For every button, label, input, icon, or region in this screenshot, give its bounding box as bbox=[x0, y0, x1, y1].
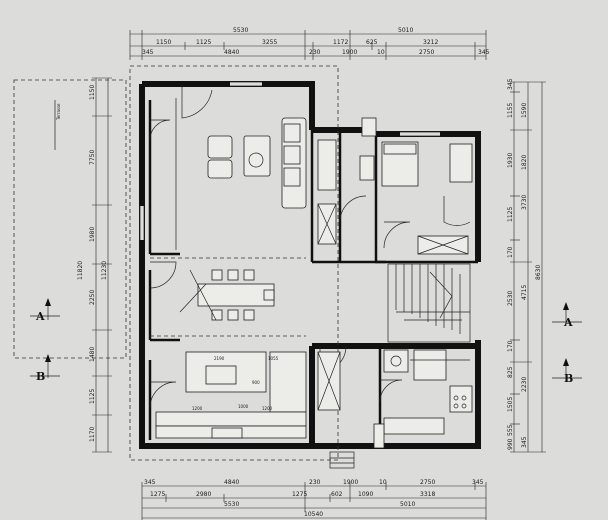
dim-top-row2: 4840 bbox=[224, 49, 239, 56]
dim-left-total: 11820 bbox=[77, 261, 84, 280]
dim-bottom2: 602 bbox=[331, 491, 343, 498]
dim-top-row1: 1125 bbox=[196, 39, 211, 46]
section-markers: A B A B bbox=[30, 298, 582, 385]
dim-top-row1: 1172 bbox=[333, 39, 348, 46]
dim-right: 555 bbox=[507, 424, 514, 436]
dim-bottom-overall: 10540 bbox=[304, 511, 323, 518]
interior-dim: 900 bbox=[252, 380, 260, 385]
interior-dim: 1000 bbox=[238, 404, 249, 409]
dim-right2: 1820 bbox=[521, 155, 528, 170]
dim-top-row1: 1150 bbox=[156, 39, 171, 46]
dim-top-row2: 345 bbox=[478, 49, 490, 56]
dim-top-row2: 230 bbox=[309, 49, 321, 56]
staircase bbox=[387, 263, 471, 343]
dim-bottom: 10 bbox=[379, 479, 387, 486]
right-dimension-chains: 345 1155 1930 1125 170 2530 170 825 1505… bbox=[507, 78, 546, 453]
dim-bottom3: 5530 bbox=[224, 501, 239, 508]
door-swings bbox=[149, 84, 471, 409]
dim-right: 1125 bbox=[507, 207, 514, 222]
section-mark-b-right: B bbox=[564, 372, 573, 385]
dim-right2: 4715 bbox=[521, 285, 528, 300]
interior-dim: 1055 bbox=[268, 356, 279, 361]
dim-right: 345 bbox=[507, 78, 514, 90]
interior-dim: 1200 bbox=[262, 406, 273, 411]
dim-bottom: 230 bbox=[309, 479, 321, 486]
terrace-outline: Terrasse bbox=[13, 79, 127, 359]
dim-bottom: 2750 bbox=[420, 479, 435, 486]
interior-walls bbox=[148, 100, 478, 446]
dim-right2: 1590 bbox=[521, 103, 528, 118]
bottom-dimension-chains: 345 4840 230 1900 10 2750 345 1275 2980 … bbox=[141, 479, 487, 520]
dim-right: 1155 bbox=[507, 103, 514, 118]
dim-top-row2: 10 bbox=[377, 49, 385, 56]
dim-right: 990 bbox=[507, 438, 514, 450]
dim-top-row1: 3255 bbox=[262, 39, 277, 46]
interior-dim: 1200 bbox=[192, 406, 203, 411]
dim-left: 1125 bbox=[89, 389, 96, 404]
dim-right2: 2230 bbox=[521, 377, 528, 392]
dim-right: 2530 bbox=[507, 291, 514, 306]
living-furniture bbox=[150, 98, 307, 259]
dim-bottom2: 3318 bbox=[420, 491, 435, 498]
dim-left: 2250 bbox=[89, 290, 96, 305]
dim-left: 1150 bbox=[89, 85, 96, 100]
hallway-storage bbox=[317, 117, 377, 411]
dim-left: 1480 bbox=[89, 347, 96, 362]
dim-top-row2: 345 bbox=[142, 49, 154, 56]
dim-bottom: 1900 bbox=[343, 479, 358, 486]
dim-right: 170 bbox=[507, 340, 514, 352]
terrace-label: Terrasse bbox=[56, 103, 61, 121]
dim-top-row2: 1900 bbox=[342, 49, 357, 56]
dim-bottom3: 5010 bbox=[400, 501, 415, 508]
section-mark-a-left: A bbox=[35, 310, 45, 323]
entrance-steps bbox=[329, 423, 385, 469]
dim-top-overall: 5530 bbox=[233, 27, 248, 34]
dim-bottom: 4840 bbox=[224, 479, 239, 486]
dim-right: 1505 bbox=[507, 397, 514, 412]
section-mark-b-left: B bbox=[36, 370, 45, 383]
interior-dim: 2190 bbox=[214, 356, 225, 361]
dim-left: 1980 bbox=[89, 227, 96, 242]
dim-right: 1930 bbox=[507, 153, 514, 168]
dim-top-row1: 625 bbox=[366, 39, 378, 46]
dim-right2: 3730 bbox=[521, 195, 528, 210]
dining-furniture bbox=[150, 269, 306, 337]
section-mark-a-right: A bbox=[563, 316, 573, 329]
dim-left: 7750 bbox=[89, 150, 96, 165]
dim-left: 1170 bbox=[89, 427, 96, 442]
dim-right: 825 bbox=[507, 366, 514, 378]
kitchen-furniture: 2190 1055 1000 1200 1200 900 bbox=[155, 351, 307, 439]
dim-left-total: 11230 bbox=[101, 261, 108, 280]
bathroom bbox=[383, 349, 473, 435]
dim-bottom2: 1275 bbox=[292, 491, 307, 498]
dim-bottom: 345 bbox=[472, 479, 484, 486]
dim-bottom2: 1090 bbox=[358, 491, 373, 498]
top-dimension-chains: 5530 5010 1150 1125 3255 1172 625 3212 3… bbox=[129, 27, 490, 60]
dim-right: 170 bbox=[507, 246, 514, 258]
left-dimension-chains: 1150 7750 1980 2250 1480 1125 1170 11820… bbox=[77, 77, 112, 453]
windows bbox=[139, 81, 440, 240]
dim-top-row1: 3212 bbox=[423, 39, 438, 46]
dim-bottom: 345 bbox=[144, 479, 156, 486]
dim-right-total: 8630 bbox=[535, 265, 542, 280]
bedroom bbox=[381, 141, 473, 255]
dim-right2: 345 bbox=[521, 436, 528, 448]
dim-bottom2: 2980 bbox=[196, 491, 211, 498]
dim-bottom2: 1275 bbox=[150, 491, 165, 498]
dim-top-right: 5010 bbox=[398, 27, 413, 34]
dim-top-row2: 2750 bbox=[419, 49, 434, 56]
